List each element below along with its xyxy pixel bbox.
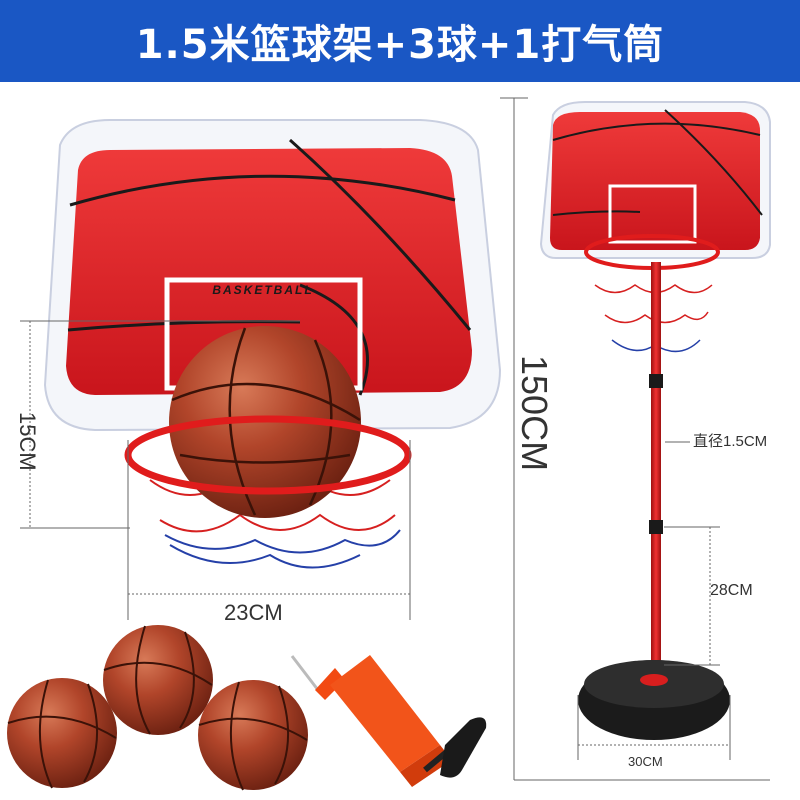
backboard-height-label: 15CM	[15, 412, 40, 471]
large-backboard: BASKETBALL	[43, 119, 502, 432]
stand-backboard	[539, 101, 771, 259]
dimension-guides-left	[20, 320, 411, 620]
backboard-label: BASKETBALL	[212, 283, 313, 297]
small-basketball	[103, 625, 213, 735]
section-length-label: 28CM	[710, 582, 753, 599]
product-title: 1.5米篮球架+3球+1打气筒	[135, 22, 665, 68]
stand-pole	[651, 262, 661, 674]
small-basketball	[7, 678, 117, 789]
stand-base	[578, 660, 730, 740]
base-width-label: 30CM	[628, 754, 663, 769]
hoop-width-label: 23CM	[224, 600, 283, 625]
pole-joint	[649, 374, 663, 388]
total-height-label: 150CM	[514, 355, 555, 472]
pole-diameter-label: 直径1.5CM	[693, 433, 768, 450]
air-pump	[290, 655, 487, 787]
title-banner: 1.5米篮球架+3球+1打气筒	[0, 0, 800, 82]
pole-joint	[649, 520, 663, 534]
dimension-guides-right	[577, 441, 731, 760]
small-basketball	[198, 680, 308, 791]
